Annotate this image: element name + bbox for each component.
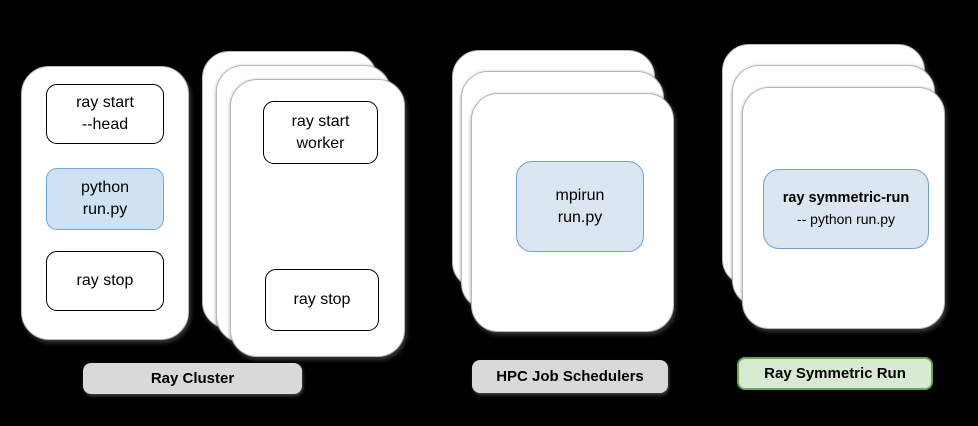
cmd-ray-stop-worker: ray stop (265, 269, 379, 331)
cmd-ray-symmetric-run: ray symmetric-run -- python run.py (763, 169, 929, 249)
cmd-mpirun-run-py: mpirun run.py (516, 161, 644, 252)
cmd-ray-symmetric-run-line1: ray symmetric-run (782, 190, 910, 207)
hpc-job-schedulers-label: HPC Job Schedulers (472, 360, 668, 393)
symmetric-node-card-front: ray symmetric-run -- python run.py (742, 87, 945, 329)
hpc-node-card-front: mpirun run.py (471, 93, 674, 332)
cmd-ray-stop-head: ray stop (46, 251, 164, 311)
cmd-ray-start-head: ray start --head (46, 84, 164, 144)
cmd-ray-symmetric-run-line2: -- python run.py (796, 211, 896, 228)
ray-head-node-card: ray start --head python run.py ray stop (21, 66, 189, 340)
worker-node-card-front: ray start worker ray stop (230, 79, 405, 357)
cmd-python-run-py: python run.py (46, 168, 164, 230)
ray-cluster-label: Ray Cluster (83, 363, 302, 394)
ray-symmetric-run-label: Ray Symmetric Run (737, 357, 933, 390)
cmd-ray-start-worker: ray start worker (263, 101, 378, 164)
